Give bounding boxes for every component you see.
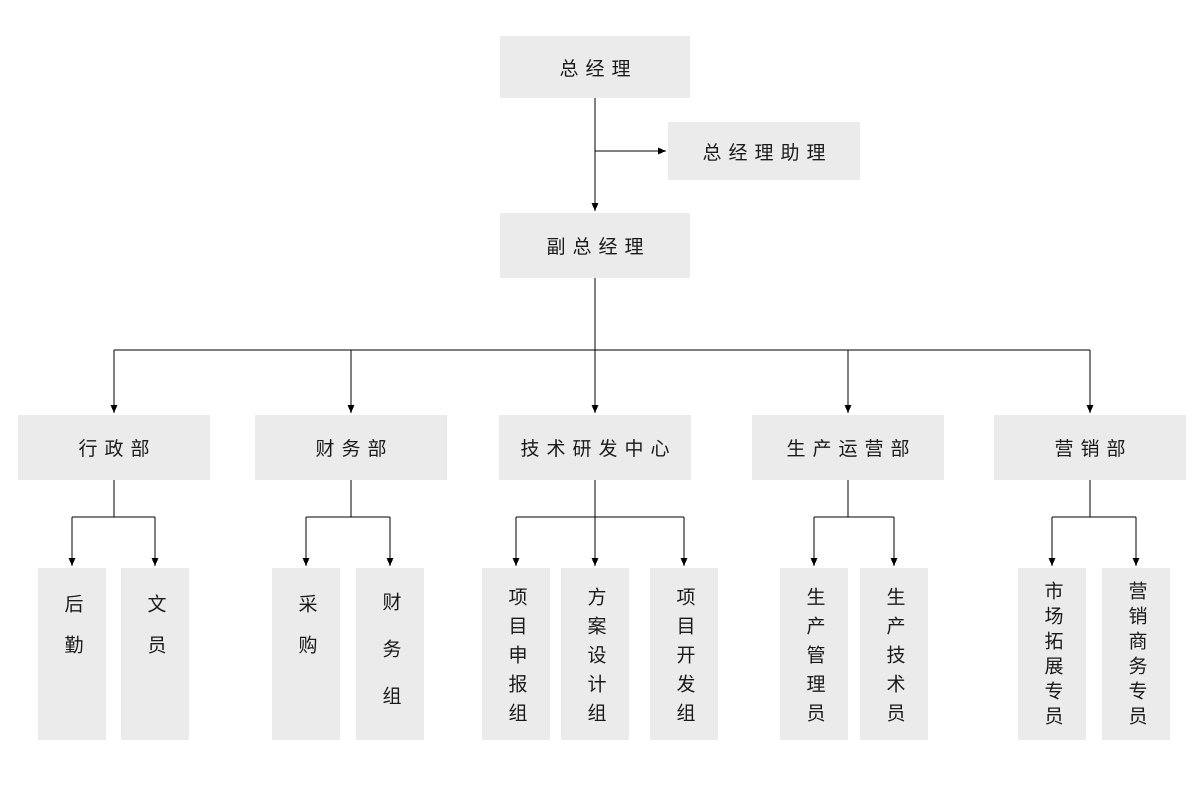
node-label: 财务部 xyxy=(315,439,394,460)
node-market-expansion-specialist: 市场拓展专员 xyxy=(1018,568,1086,740)
node-label: 技术研发中心 xyxy=(520,439,677,460)
node-dept-production-operations: 生产运营部 xyxy=(752,415,944,480)
node-procurement: 采购 xyxy=(272,568,340,740)
node-label: 营销部 xyxy=(1054,439,1133,460)
node-dept-admin: 行政部 xyxy=(18,415,210,480)
node-finance-group: 财务组 xyxy=(356,568,424,740)
node-label: 后勤 xyxy=(61,594,83,676)
node-deputy-general-manager: 副总经理 xyxy=(500,213,690,278)
node-label: 生产运营部 xyxy=(786,439,917,460)
node-production-technician: 生产技术员 xyxy=(860,568,928,740)
node-logistics: 后勤 xyxy=(38,568,106,740)
node-dept-tech-rd-center: 技术研发中心 xyxy=(499,415,691,480)
node-solution-design-group: 方案设计组 xyxy=(561,568,629,740)
node-label: 生产管理员 xyxy=(803,587,825,732)
node-label: 项目开发组 xyxy=(673,587,695,732)
node-label: 文员 xyxy=(144,594,166,676)
node-label: 生产技术员 xyxy=(883,587,905,732)
node-label: 行政部 xyxy=(78,439,157,460)
node-label: 方案设计组 xyxy=(584,587,606,732)
node-dept-marketing: 营销部 xyxy=(994,415,1186,480)
node-project-development-group: 项目开发组 xyxy=(650,568,718,740)
node-production-administrator: 生产管理员 xyxy=(780,568,848,740)
node-project-application-group: 项目申报组 xyxy=(482,568,550,740)
node-label: 副总经理 xyxy=(546,237,651,258)
node-label: 市场拓展专员 xyxy=(1041,581,1063,731)
node-label: 项目申报组 xyxy=(505,587,527,732)
node-label: 采购 xyxy=(295,594,317,676)
node-clerk: 文员 xyxy=(121,568,189,740)
node-marketing-business-specialist: 营销商务专员 xyxy=(1102,568,1170,740)
node-label: 财务组 xyxy=(379,592,401,733)
node-label: 总经理 xyxy=(559,58,638,80)
node-general-manager: 总经理 xyxy=(500,36,690,98)
node-label: 总经理助理 xyxy=(702,142,833,164)
node-gm-assistant: 总经理助理 xyxy=(668,122,860,180)
node-dept-finance: 财务部 xyxy=(255,415,447,480)
node-label: 营销商务专员 xyxy=(1125,581,1147,731)
